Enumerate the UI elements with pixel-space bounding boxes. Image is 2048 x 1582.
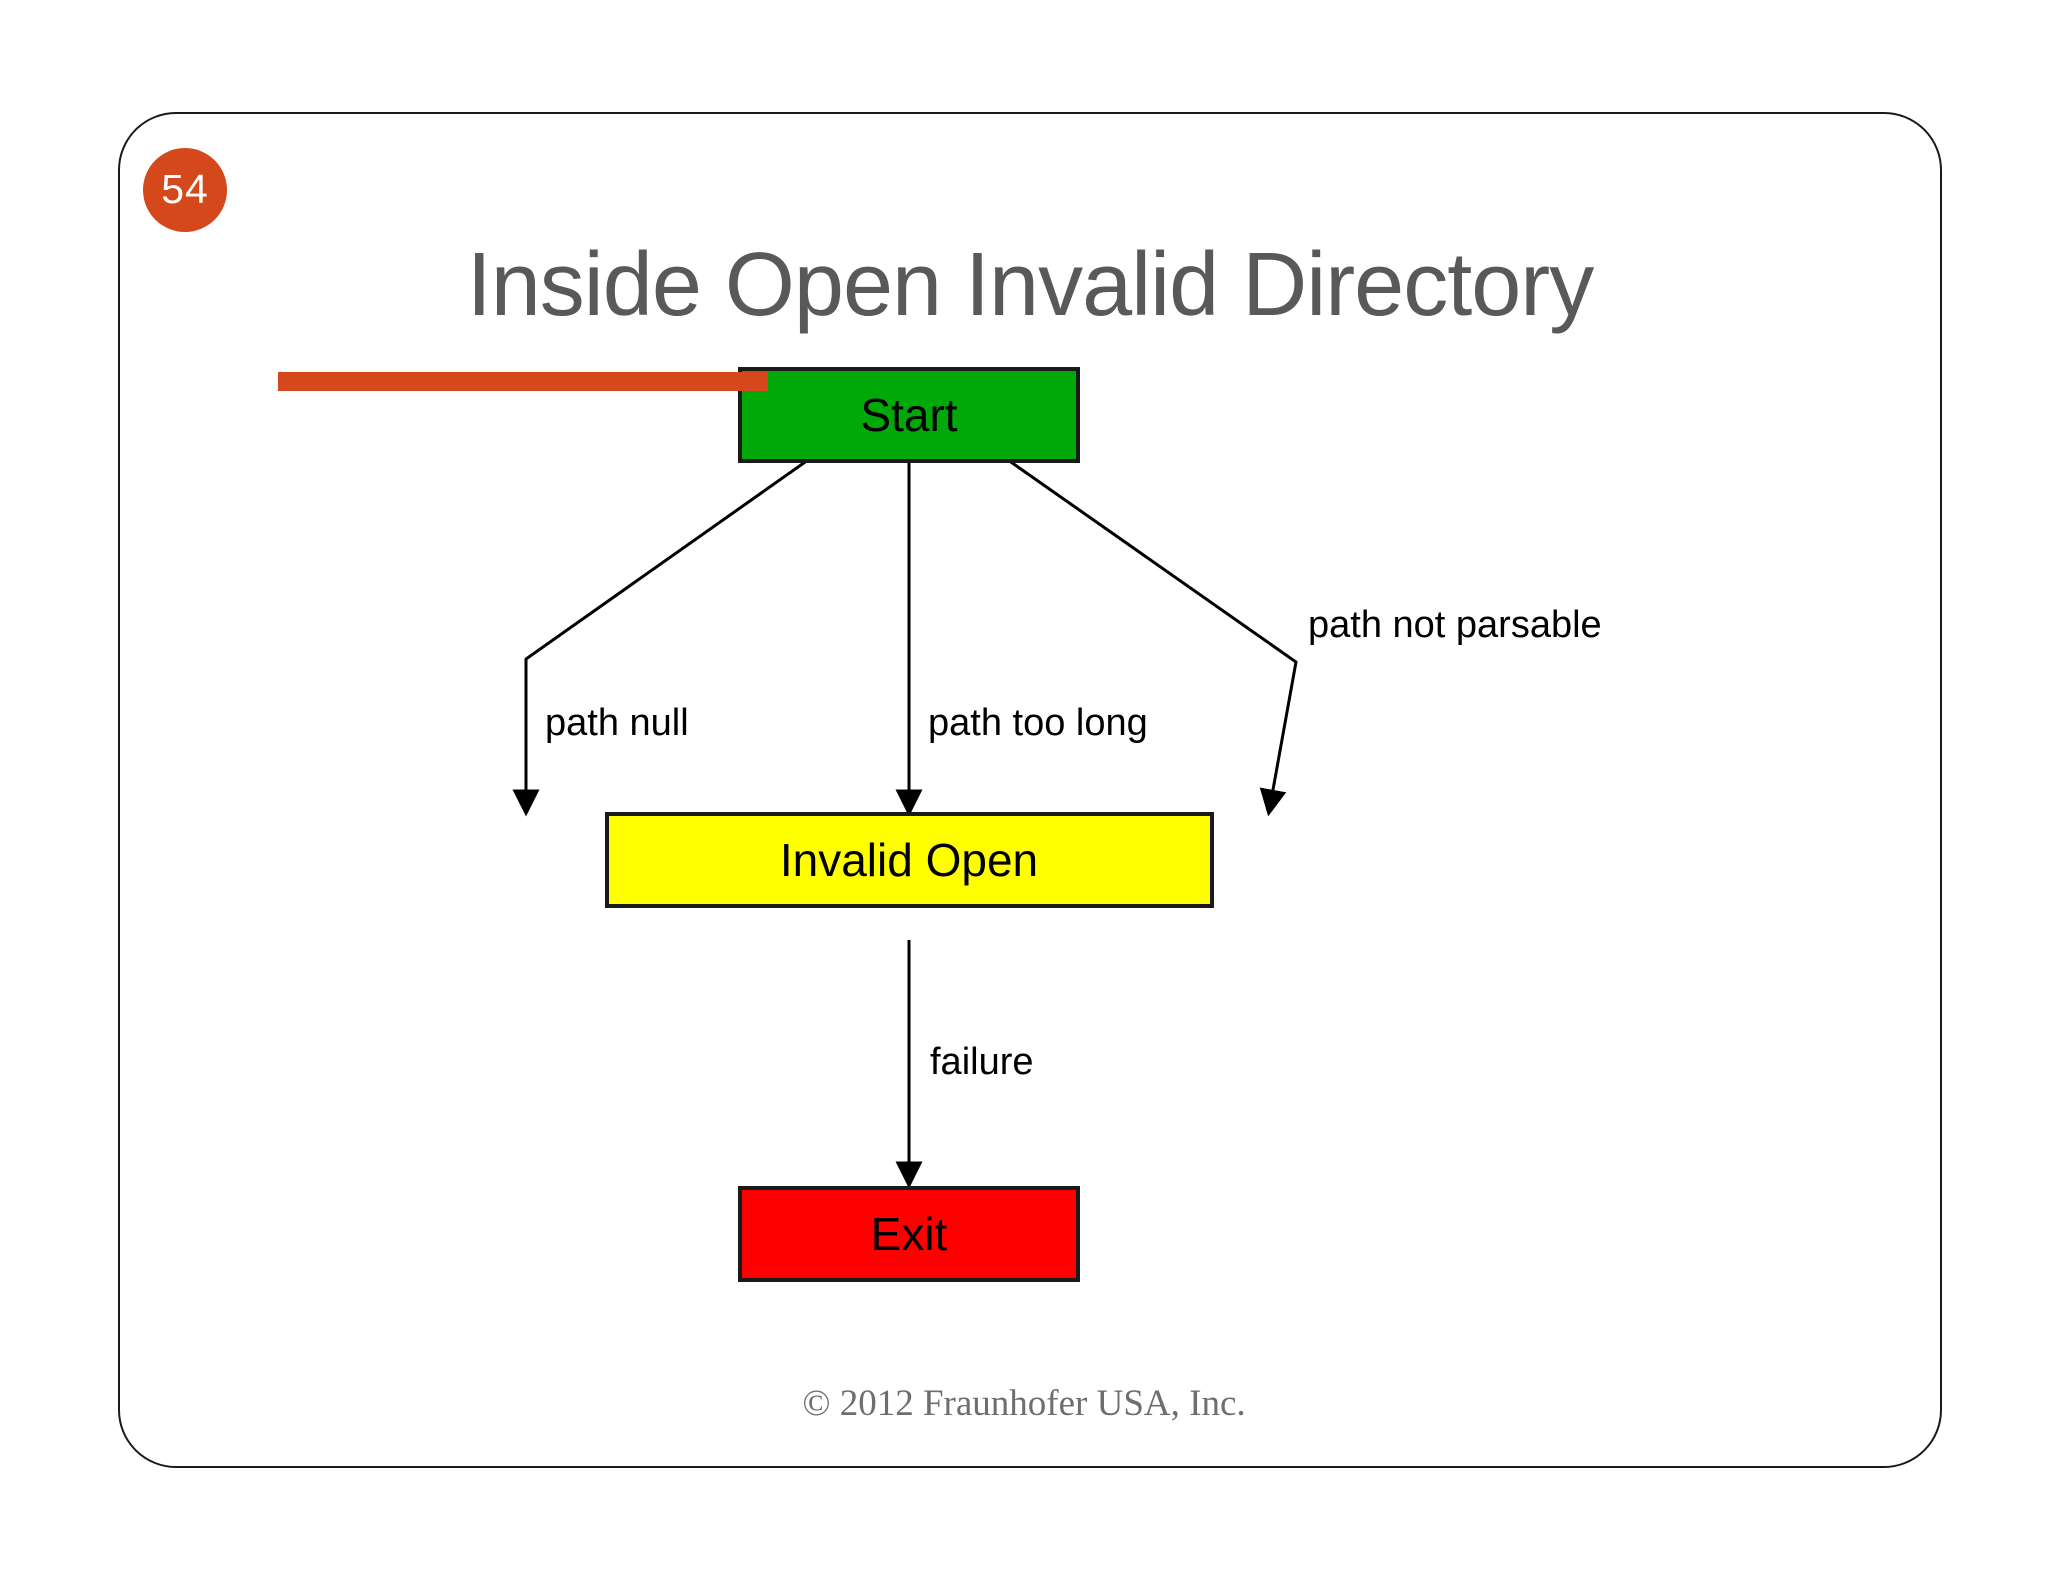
- edge-label-path-null: path null: [545, 702, 689, 744]
- edge-start-to-invalid-path-null: path null: [512, 458, 809, 817]
- node-start[interactable]: Start: [738, 367, 1080, 463]
- node-invalid-open-label: Invalid Open: [780, 834, 1038, 886]
- node-invalid-open[interactable]: Invalid Open: [605, 812, 1214, 908]
- node-exit[interactable]: Exit: [738, 1186, 1080, 1282]
- slide-number-label: 54: [161, 165, 209, 212]
- node-start-label: Start: [860, 389, 957, 441]
- edge-label-path-not-parsable: path not parsable: [1308, 604, 1602, 646]
- edge-label-path-too-long: path too long: [928, 702, 1148, 744]
- edge-start-to-invalid-path-too-long: path too long: [895, 460, 1148, 817]
- title-underline-accent: [278, 372, 768, 391]
- edge-start-to-invalid-path-not-parsable: path not parsable: [1007, 458, 1602, 817]
- page-title: Inside Open Invalid Directory: [466, 235, 1595, 335]
- edge-invalid-to-exit-failure: failure: [895, 940, 1034, 1189]
- node-exit-box[interactable]: [738, 1186, 1080, 1282]
- node-invalid-open-box[interactable]: [605, 812, 1214, 908]
- node-exit-label: Exit: [871, 1208, 948, 1260]
- edge-label-failure: failure: [930, 1041, 1034, 1083]
- node-start-box[interactable]: [738, 367, 1080, 463]
- footer-copyright: © 2012 Fraunhofer USA, Inc.: [802, 1383, 1246, 1424]
- flowchart-diagram: path null path too long path not parsabl…: [118, 112, 1942, 1468]
- title-block: Inside Open Invalid Directory: [160, 238, 1900, 333]
- slide-number-badge: 54: [143, 148, 227, 232]
